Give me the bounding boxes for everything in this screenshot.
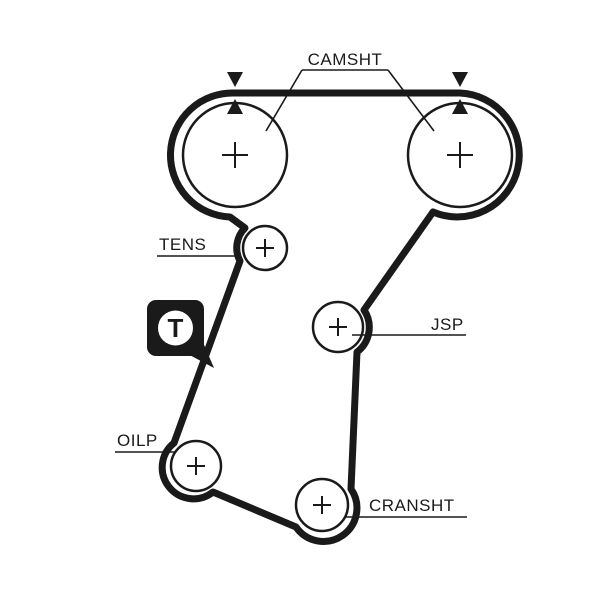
oil-pump-pulley: [169, 439, 223, 493]
tension-point-icon: T: [147, 300, 214, 368]
camshaft-label: CAMSHT: [308, 50, 383, 69]
timing-mark-up-triangle-left: [227, 99, 243, 114]
crankshaft-label: CRANSHT: [369, 496, 455, 515]
tensioner-label: TENS: [159, 235, 206, 254]
jackshaft-pulley: [311, 300, 365, 354]
timing-mark-down-triangle-right: [452, 72, 468, 87]
oil-pump-label: OILP: [117, 431, 158, 450]
camshaft-leader-line-left: [265, 69, 303, 132]
timing-mark-up-triangle-right: [452, 99, 468, 114]
tension-icon-letter: T: [168, 313, 184, 343]
crankshaft-pulley: [294, 477, 350, 533]
left-camshaft-pulley: [181, 101, 289, 209]
timing-belt-path: [158, 89, 523, 545]
tensioner-pulley: [241, 224, 289, 272]
camshaft-leader-line-right: [387, 69, 435, 132]
jackshaft-label: JSP: [431, 315, 464, 334]
right-camshaft-pulley: [406, 101, 514, 209]
timing-mark-down-triangle-left: [227, 72, 243, 87]
tension-icon-circle: [158, 310, 193, 346]
